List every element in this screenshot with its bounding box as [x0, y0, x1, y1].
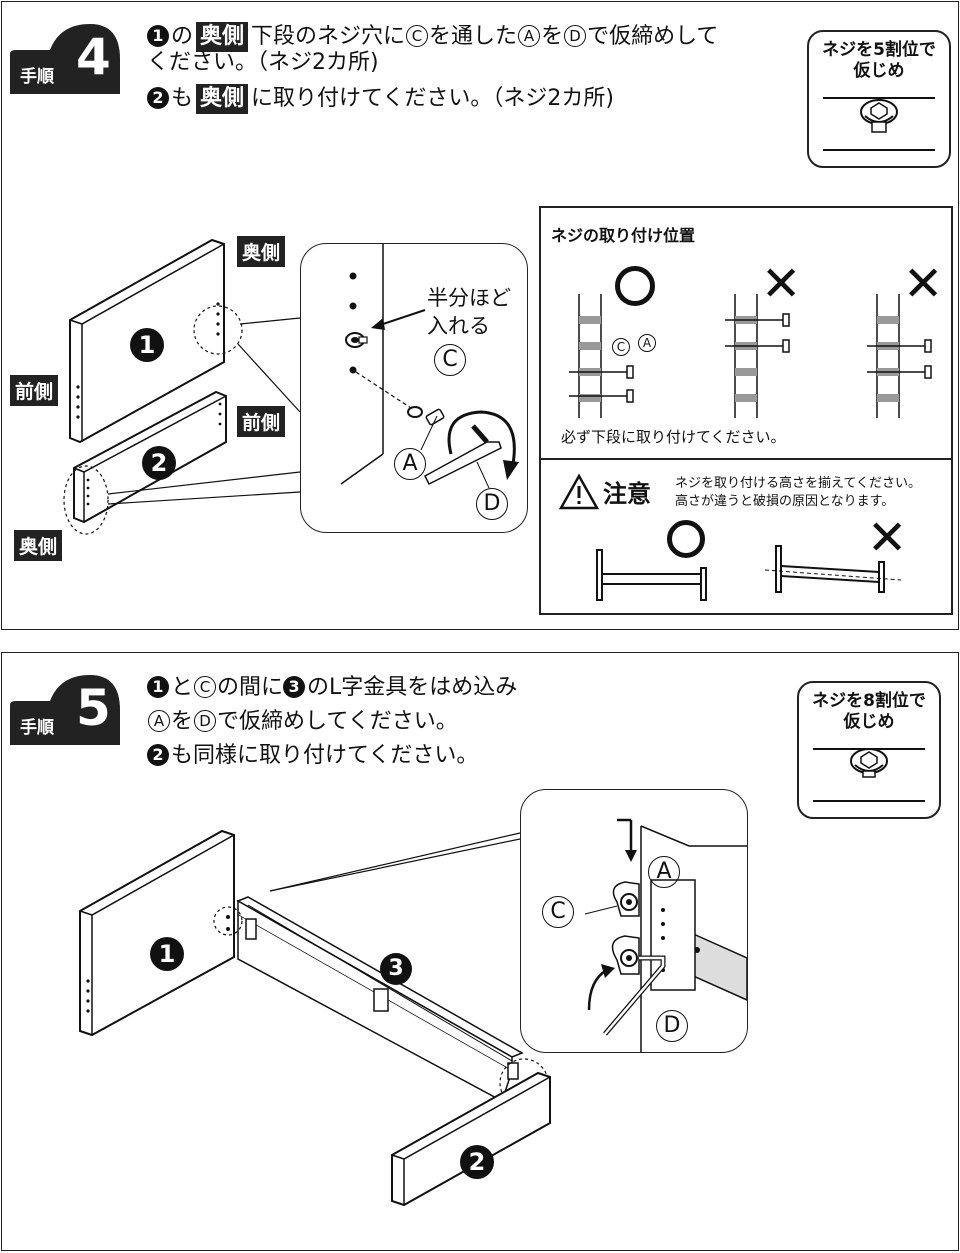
rail-illustrations	[541, 294, 951, 494]
zoom-mark-a: A	[648, 856, 680, 888]
text: と	[171, 675, 193, 700]
step5-assembly-diagram	[2, 831, 562, 1251]
step4-badge-small: 手順	[20, 62, 54, 87]
height-illustrations	[541, 538, 951, 618]
text: のL字金具をはめ込み	[307, 675, 517, 700]
screw-label-1: ネジを5割位で	[809, 40, 949, 61]
info-mark-c: C	[612, 338, 630, 356]
rail-3-number: 3	[380, 953, 412, 985]
step4-zoom-detail: 半分ほど 入れる C A D	[300, 243, 528, 533]
step5-zoom-detail: A C D	[520, 789, 748, 1053]
screw-label-2: 仮じめ	[799, 712, 939, 733]
mark-2: 2	[147, 744, 169, 766]
mark-d: D	[564, 25, 586, 47]
text: で仮締めして	[587, 24, 718, 49]
screw-icon	[799, 743, 939, 823]
mark-a: A	[518, 25, 540, 47]
info-mark-a: A	[638, 334, 656, 352]
mark-1: 1	[147, 25, 169, 47]
step4-badge: 手順 4	[10, 24, 120, 94]
caution-line2: 高さが違うと破損の原因となります。	[675, 490, 894, 509]
tag-back-bottom: 奥側	[14, 530, 62, 561]
mark-1: 1	[147, 676, 169, 698]
info-note: 必ず下段に取り付けてください。	[561, 426, 786, 447]
screw-position-box: ネジの取り付け位置 ✕ ✕ C A	[539, 206, 953, 615]
divider	[541, 458, 951, 460]
screw-label-2: 仮じめ	[809, 61, 949, 82]
screw-icon	[809, 92, 949, 172]
text: 下段のネジ穴に	[251, 24, 405, 49]
step4-screw-box: ネジを5割位で 仮じめ	[807, 30, 951, 168]
text: を	[171, 709, 193, 734]
tag-front-right: 前側	[237, 406, 285, 437]
text: で仮締めしてください。	[217, 709, 458, 734]
text: の間に	[217, 675, 283, 700]
mark-d: D	[194, 710, 216, 732]
text: も	[171, 86, 193, 111]
text: の	[171, 24, 193, 49]
zoom-mark-c: C	[434, 344, 466, 376]
board-2-number: 2	[142, 446, 176, 480]
mark-a: A	[148, 710, 170, 732]
caution-title: 注意	[603, 474, 651, 509]
board-2-number: 2	[460, 1145, 494, 1179]
tag-front-left: 前側	[10, 375, 58, 406]
text: も同様に取り付けてください。	[171, 743, 478, 768]
text: を	[541, 24, 563, 49]
zoom-mark-a: A	[394, 448, 426, 480]
tag-back: 奥側	[196, 84, 248, 114]
step4-badge-number: 4	[76, 28, 111, 86]
mark-c: C	[194, 676, 216, 698]
zoom-mark-c: C	[542, 896, 574, 928]
info-title: ネジの取り付け位置	[551, 222, 695, 246]
step5-screw-box: ネジを8割位で 仮じめ	[797, 681, 941, 819]
step5-badge-small: 手順	[20, 713, 54, 738]
mark-3: 3	[283, 676, 305, 698]
zoom-note-2: 入れる	[427, 310, 490, 340]
step5-badge-number: 5	[76, 679, 111, 737]
zoom-mark-d: D	[656, 1010, 688, 1042]
step4-line2: ください。（ネジ2カ所)	[147, 48, 718, 78]
screw-label-1: ネジを8割位で	[799, 691, 939, 712]
board-1-number: 1	[150, 937, 184, 971]
step5-badge: 手順 5	[10, 675, 120, 745]
tag-back-top: 奥側	[237, 236, 285, 267]
text: に取り付けてください。（ネジ2カ所)	[251, 86, 614, 111]
warning-icon	[559, 474, 599, 510]
zoom-mark-d: D	[476, 488, 508, 520]
mark-2: 2	[147, 87, 169, 109]
mark-c: C	[406, 25, 428, 47]
caution-line1: ネジを取り付ける高さを揃えてください。	[675, 472, 921, 491]
board-1-number: 1	[130, 328, 164, 362]
zoom-note-1: 半分ほど	[427, 282, 511, 312]
text: を通した	[429, 24, 517, 49]
